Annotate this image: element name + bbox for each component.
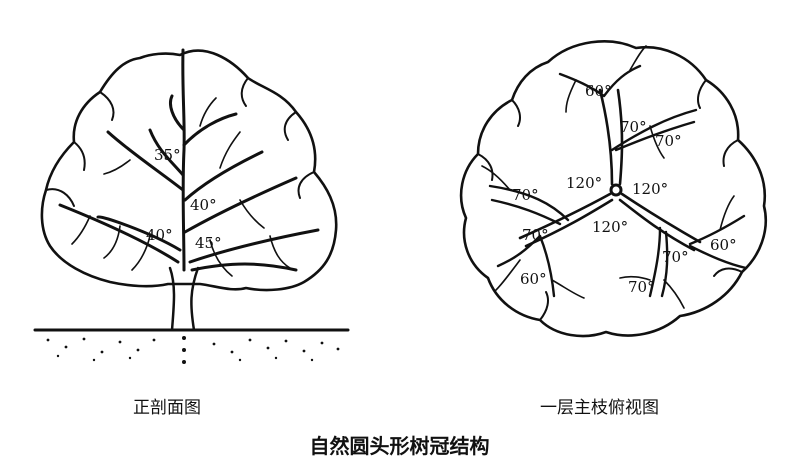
angle-label: 60°	[710, 236, 737, 254]
angle-label: 70°	[655, 132, 682, 150]
angle-label: 60°	[520, 270, 547, 288]
front-section-view	[33, 48, 350, 364]
angle-label: 120°	[592, 218, 628, 236]
twigs-top	[481, 45, 735, 309]
soil-dots	[46, 336, 340, 364]
top-view	[459, 40, 768, 338]
trunk	[168, 266, 200, 332]
main-branch-right	[618, 192, 702, 252]
angle-label: 40°	[190, 196, 217, 214]
angle-label: 45°	[195, 234, 222, 252]
left-crown-outline	[40, 49, 338, 292]
angle-label: 40°	[146, 226, 173, 244]
front-section-caption: 正剖面图	[133, 398, 201, 418]
angle-label: 70°	[512, 186, 539, 204]
trunk-center-ring	[609, 183, 623, 197]
angle-label: 120°	[632, 180, 668, 198]
scaffold-branches	[58, 94, 320, 272]
central-leader	[181, 48, 186, 272]
right-crown-lobes	[477, 79, 743, 321]
angle-label: 120°	[566, 174, 602, 192]
sub-branches	[488, 64, 748, 298]
main-branch-left	[518, 192, 614, 248]
top-view-caption: 一层主枝俯视图	[540, 398, 659, 418]
angle-label: 70°	[620, 118, 647, 136]
left-angle-labels: 35° 40° 40° 45°	[146, 146, 222, 252]
angle-label: 35°	[154, 146, 181, 164]
twigs	[71, 97, 291, 277]
main-branch-up	[598, 88, 624, 186]
angle-label: 70°	[628, 278, 655, 296]
figure-title: 自然圆头形树冠结构	[309, 434, 490, 458]
angle-label: 70°	[522, 226, 549, 244]
angle-label: 70°	[662, 248, 689, 266]
angle-label: 60°	[585, 82, 612, 100]
right-angle-labels: 60° 70° 70° 120° 120° 120° 70° 70° 60° 7…	[512, 82, 737, 296]
left-crown-lobes	[45, 77, 315, 207]
